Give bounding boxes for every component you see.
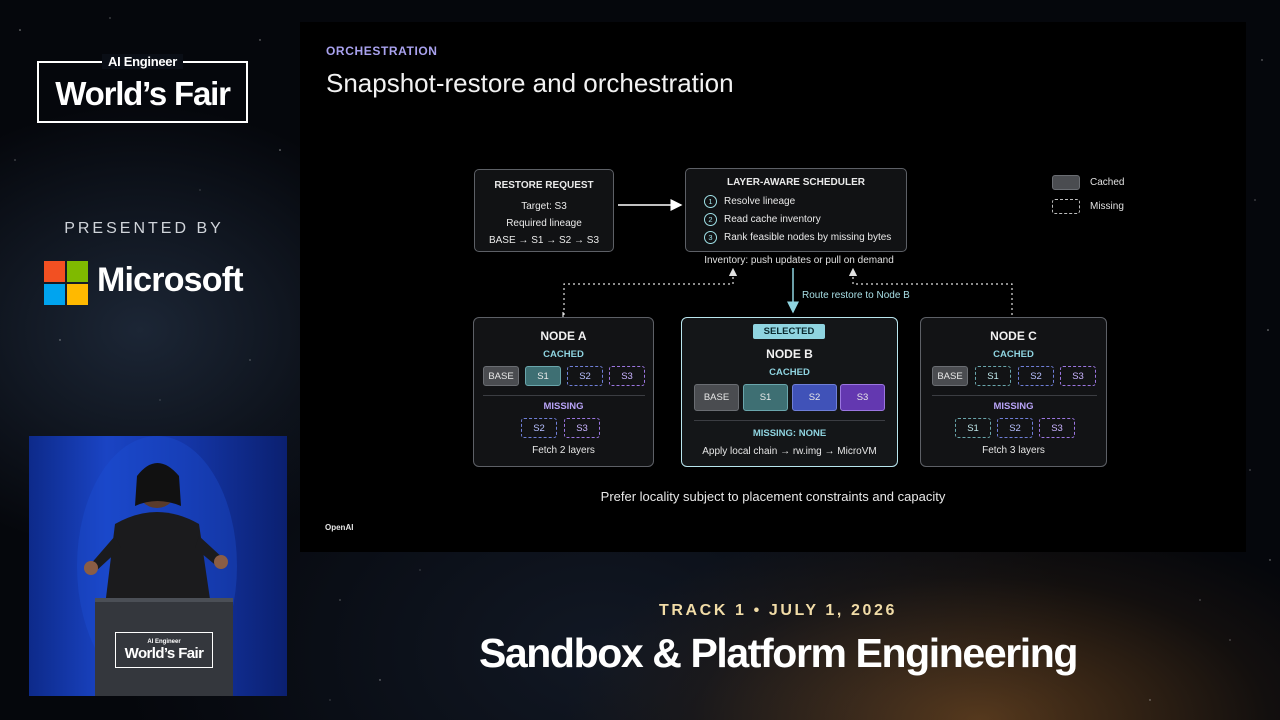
restore-lineage-label: Required lineage (506, 218, 582, 229)
podium-logo-top: AI Engineer (147, 638, 181, 645)
scheduler-box: LAYER-AWARE SCHEDULER 1 Resolve lineage … (685, 168, 907, 252)
slide-brand: OpenAI (325, 523, 354, 532)
layer-chip-cached: S3 (840, 384, 885, 411)
layer-chip-missing: S2 (997, 418, 1033, 438)
layer-chip-cached: BASE (694, 384, 739, 411)
layer-chip-placeholder: S3 (609, 366, 645, 386)
presentation-slide: ORCHESTRATION Snapshot-restore and orche… (300, 22, 1246, 552)
slide-footer-note: Prefer locality subject to placement con… (600, 489, 946, 504)
step-number-icon: 2 (704, 212, 717, 226)
layer-chip-placeholder: S1 (975, 366, 1011, 386)
legend-cached-swatch (1052, 175, 1080, 190)
node-b-card: SELECTED NODE B CACHED BASE S1 S2 S3 MIS… (681, 317, 898, 467)
layer-chip-cached: S1 (743, 384, 788, 411)
presented-by-label: PRESENTED BY (64, 220, 224, 237)
layer-chip-cached: BASE (932, 366, 968, 386)
node-c-card: NODE C CACHED BASE S1 S2 S3 MISSING S1 S… (920, 317, 1107, 467)
node-b-footer: Apply local chain → rw.img → MicroVM (702, 446, 877, 457)
legend-missing-swatch (1052, 199, 1080, 214)
podium-logo: AI Engineer World’s Fair (115, 632, 213, 668)
diagram-connectors (562, 199, 1013, 318)
scheduler-step: 2 Read cache inventory (686, 210, 906, 228)
node-a-missing-label: MISSING (543, 401, 584, 412)
layer-chip-cached: BASE (483, 366, 519, 386)
podium-logo-name: World’s Fair (124, 644, 204, 662)
step-text: Resolve lineage (724, 195, 796, 207)
layer-chip-placeholder: S2 (567, 366, 603, 386)
node-a-divider (483, 395, 645, 396)
event-logo: AI Engineer World’s Fair (37, 54, 248, 123)
inventory-note: Inventory: push updates or pull on deman… (704, 255, 894, 266)
node-c-missing-label: MISSING (993, 401, 1034, 412)
step-text: Rank feasible nodes by missing bytes (724, 231, 892, 243)
restore-target: Target: S3 (521, 201, 567, 212)
step-text: Read cache inventory (724, 213, 821, 225)
node-c-divider (932, 395, 1097, 396)
selected-badge: SELECTED (753, 324, 825, 339)
node-b-cached-label: CACHED (769, 367, 810, 378)
layer-chip-missing: S2 (521, 418, 557, 438)
legend-cached-label: Cached (1090, 177, 1125, 188)
route-note: Route restore to Node B (802, 290, 910, 301)
restore-request-box: RESTORE REQUEST Target: S3 Required line… (474, 169, 614, 252)
restore-lineage: BASE → S1 → S2 → S3 (488, 235, 600, 246)
step-number-icon: 3 (704, 230, 717, 244)
slide-title: Snapshot-restore and orchestration (326, 68, 734, 98)
node-a-cached-label: CACHED (543, 349, 584, 360)
legend-missing-label: Missing (1090, 201, 1124, 212)
restore-request-title: RESTORE REQUEST (494, 180, 594, 191)
node-c-inventory-link (848, 267, 1013, 315)
scheduler-step: 1 Resolve lineage (686, 192, 906, 210)
track-label: TRACK 1 • JULY 1, 2026 (659, 602, 897, 619)
event-logo-top: AI Engineer (102, 54, 183, 69)
node-b-divider (694, 420, 885, 421)
step-number-icon: 1 (704, 194, 717, 208)
node-a-card: NODE A CACHED BASE S1 S2 S3 MISSING S2 S… (473, 317, 654, 467)
layer-chip-missing: S1 (955, 418, 991, 438)
node-c-cached-label: CACHED (993, 349, 1034, 360)
podium: AI Engineer World’s Fair (95, 598, 233, 696)
node-c-footer: Fetch 3 layers (982, 445, 1045, 456)
legend-cached: Cached (1052, 175, 1124, 190)
speaker-video: AI Engineer World’s Fair (29, 436, 287, 696)
layer-chip-placeholder: S2 (1018, 366, 1054, 386)
legend-missing: Missing (1052, 199, 1124, 214)
event-logo-name: World’s Fair (55, 75, 231, 112)
node-c-name: NODE C (990, 329, 1037, 343)
node-a-footer: Fetch 2 layers (532, 445, 595, 456)
scheduler-step: 3 Rank feasible nodes by missing bytes (686, 228, 906, 246)
sponsor-name: Microsoft (97, 261, 244, 299)
node-a-name: NODE A (540, 329, 587, 343)
layer-chip-placeholder: S3 (1060, 366, 1096, 386)
scheduler-title: LAYER-AWARE SCHEDULER (727, 177, 865, 188)
node-b-missing-label: MISSING: NONE (752, 428, 827, 439)
microsoft-logo-icon (44, 261, 88, 305)
node-b-name: NODE B (766, 347, 813, 361)
layer-chip-cached: S1 (525, 366, 561, 386)
layer-chip-missing: S3 (564, 418, 600, 438)
session-title: Sandbox & Platform Engineering (478, 630, 1079, 676)
layer-chip-cached: S2 (792, 384, 837, 411)
slide-kicker: ORCHESTRATION (326, 44, 438, 58)
layer-chip-missing: S3 (1039, 418, 1075, 438)
node-a-inventory-link (563, 267, 738, 315)
